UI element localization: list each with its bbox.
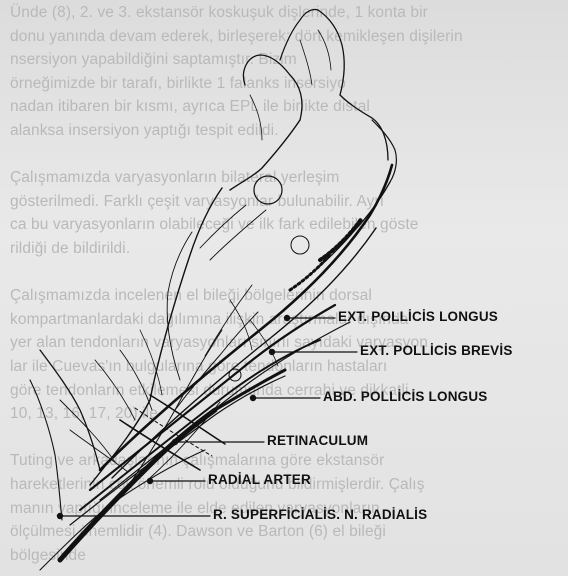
label-radial-arter: RADİAL ARTER	[208, 472, 311, 487]
pointer-dot-radial-arter	[147, 478, 153, 484]
label-ext-pollicis-brevis: EXT. POLLİCİS BREVİS	[360, 343, 513, 358]
label-retinaculum: RETINACULUM	[267, 433, 368, 448]
label-ext-pollicis-longus: EXT. POLLİCİS LONGUS	[338, 309, 498, 324]
pointer-dot-epl	[284, 315, 290, 321]
pointer-dot-apl	[250, 395, 256, 401]
pointer-dot-r-superficialis	[57, 513, 63, 519]
label-abd-pollicis-longus: ABD. POLLİCİS LONGUS	[323, 389, 488, 404]
label-r-superficialis-n-radialis: R. SUPERFİCİALİS. N. RADİALİS	[213, 507, 427, 522]
pointer-dot-epb	[269, 349, 275, 355]
pointer-dot-retinaculum	[172, 439, 178, 445]
